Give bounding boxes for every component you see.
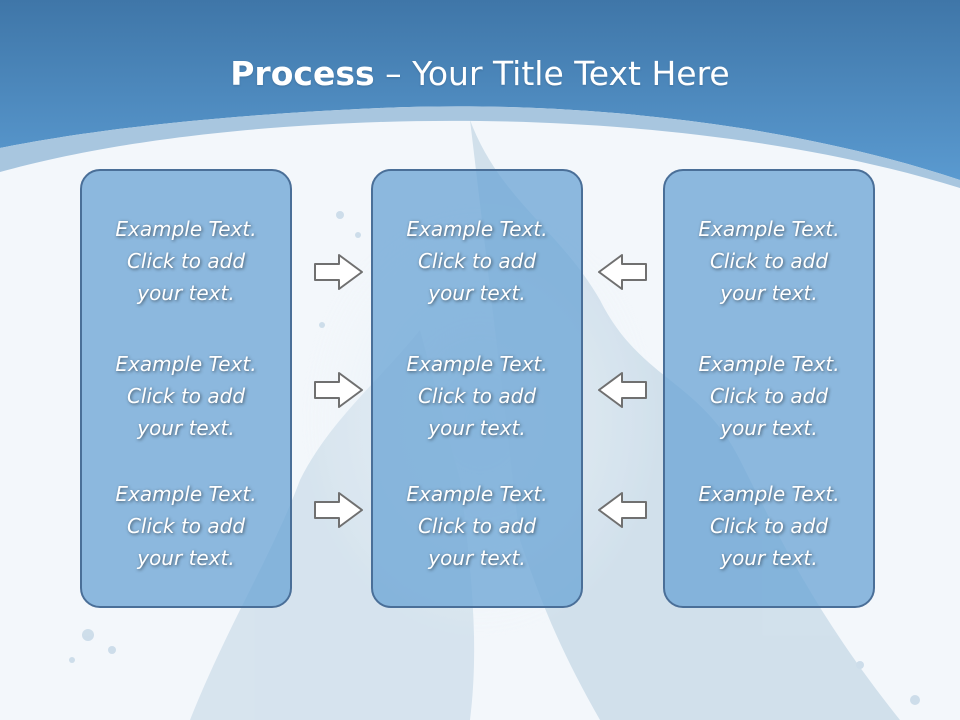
text-line: Example Text. — [115, 352, 257, 376]
text-line: your text. — [428, 546, 526, 570]
text-line: your text. — [428, 416, 526, 440]
text-block[interactable]: Example Text. Click to add your text. — [665, 213, 873, 309]
text-line: Click to add — [126, 384, 246, 408]
text-line: Click to add — [709, 514, 829, 538]
text-line: your text. — [720, 416, 818, 440]
arrow-left-icon — [598, 254, 647, 290]
title-rest: – Your Title Text Here — [374, 54, 730, 93]
text-line: Click to add — [417, 249, 537, 273]
text-line: your text. — [720, 546, 818, 570]
arrow-left-icon — [598, 372, 647, 408]
text-line: your text. — [720, 281, 818, 305]
text-line: Example Text. — [406, 482, 548, 506]
text-line: Click to add — [126, 514, 246, 538]
right-column-box[interactable]: Example Text. Click to add your text. Ex… — [663, 169, 875, 608]
text-block[interactable]: Example Text. Click to add your text. — [82, 478, 290, 574]
text-line: Click to add — [709, 249, 829, 273]
text-line: Example Text. — [698, 352, 840, 376]
arrow-right-icon — [314, 492, 363, 528]
text-line: Click to add — [417, 514, 537, 538]
text-line: Example Text. — [698, 482, 840, 506]
text-block[interactable]: Example Text. Click to add your text. — [373, 348, 581, 444]
text-block[interactable]: Example Text. Click to add your text. — [82, 348, 290, 444]
text-block[interactable]: Example Text. Click to add your text. — [373, 213, 581, 309]
arrow-right-icon — [314, 372, 363, 408]
text-line: Click to add — [709, 384, 829, 408]
text-block[interactable]: Example Text. Click to add your text. — [665, 478, 873, 574]
text-line: Example Text. — [115, 217, 257, 241]
slide-title[interactable]: Process – Your Title Text Here — [0, 52, 960, 96]
text-line: Example Text. — [406, 217, 548, 241]
text-block[interactable]: Example Text. Click to add your text. — [82, 213, 290, 309]
text-line: Example Text. — [406, 352, 548, 376]
text-line: your text. — [137, 546, 235, 570]
text-line: Example Text. — [115, 482, 257, 506]
title-bold: Process — [230, 54, 375, 93]
text-line: your text. — [428, 281, 526, 305]
text-block[interactable]: Example Text. Click to add your text. — [373, 478, 581, 574]
arrow-left-icon — [598, 492, 647, 528]
text-line: Click to add — [126, 249, 246, 273]
text-line: Click to add — [417, 384, 537, 408]
left-column-box[interactable]: Example Text. Click to add your text. Ex… — [80, 169, 292, 608]
text-line: Example Text. — [698, 217, 840, 241]
arrow-right-icon — [314, 254, 363, 290]
text-line: your text. — [137, 416, 235, 440]
middle-column-box[interactable]: Example Text. Click to add your text. Ex… — [371, 169, 583, 608]
text-block[interactable]: Example Text. Click to add your text. — [665, 348, 873, 444]
text-line: your text. — [137, 281, 235, 305]
